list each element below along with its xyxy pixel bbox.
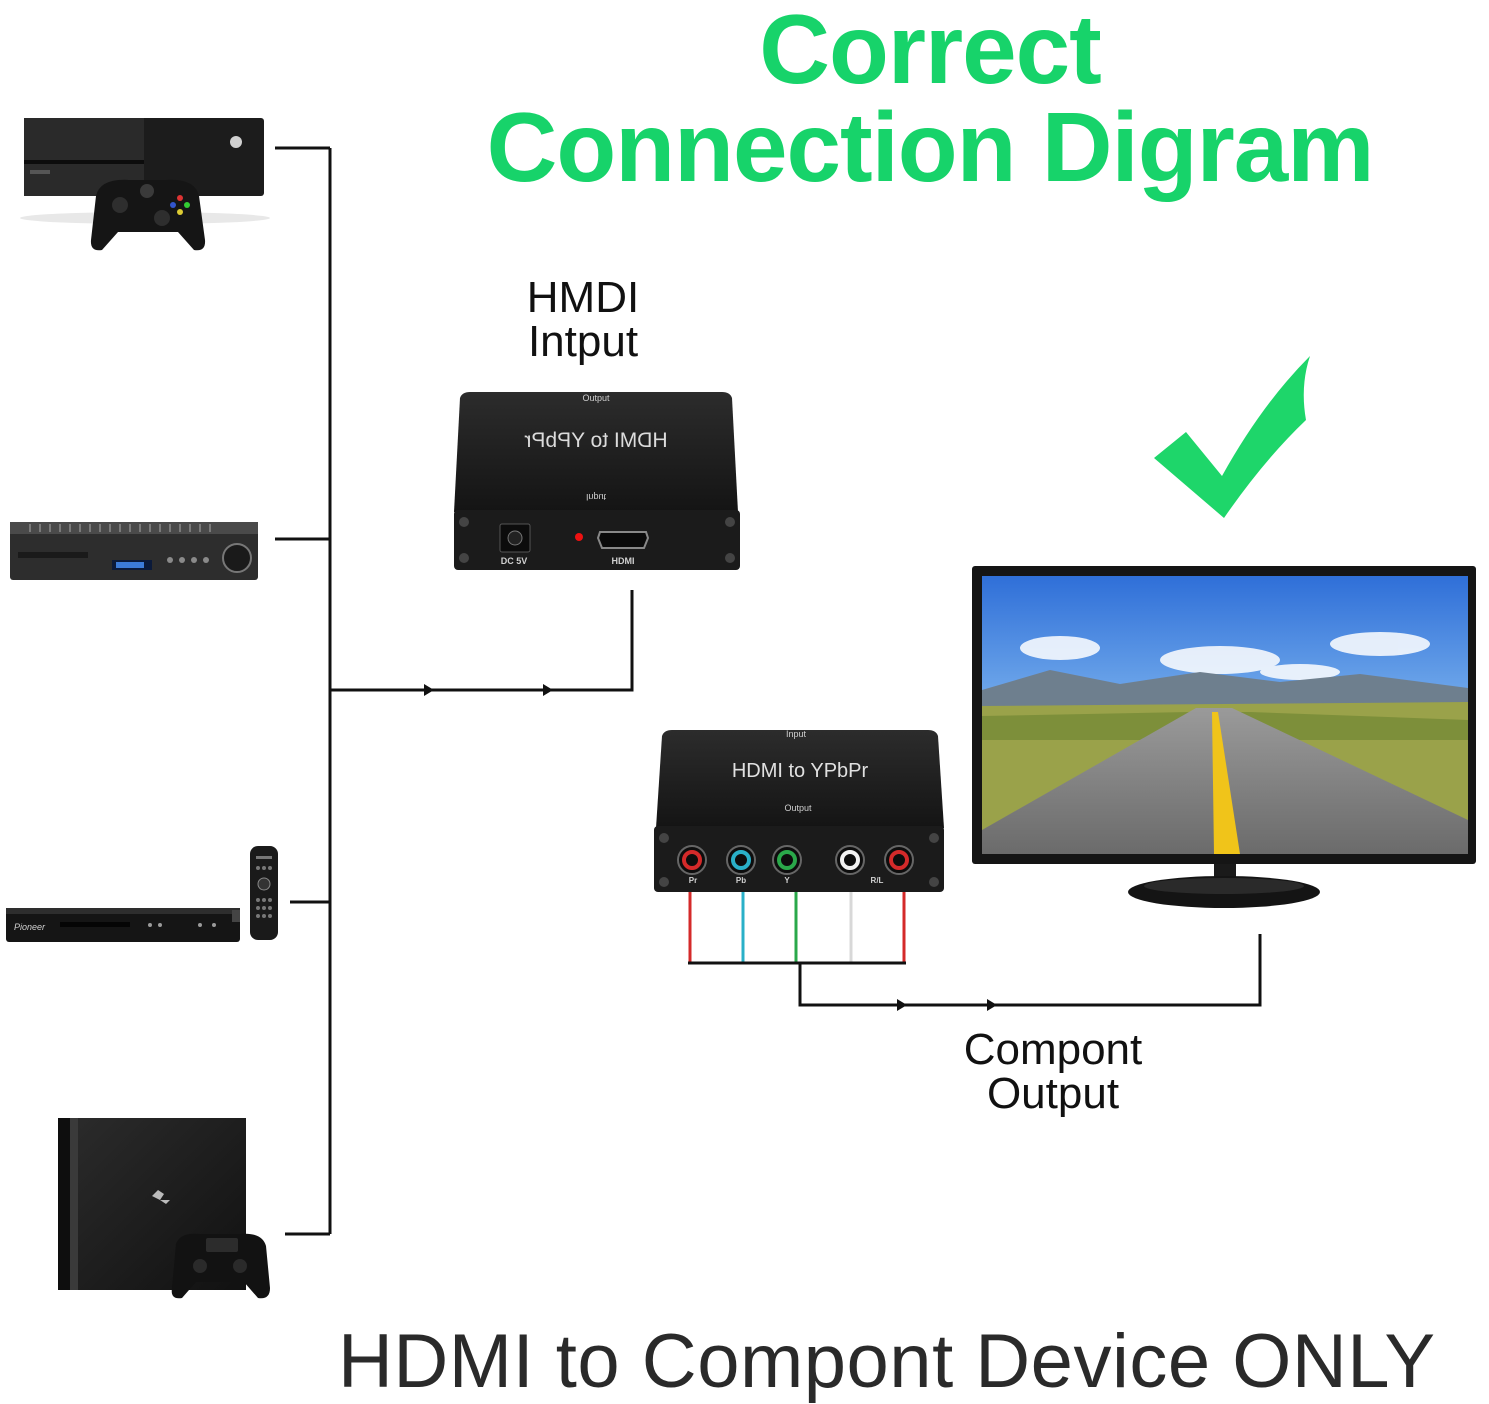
port-label-rl: R/L (871, 876, 884, 885)
arrow-mark-3 (897, 999, 907, 1011)
port-label-y: Y (784, 876, 790, 885)
top-converter-caption-top: Output (582, 393, 610, 403)
title-line-2: Connection Digram (486, 92, 1375, 202)
rca-port-pb (726, 845, 756, 875)
footer-note: HDMI to Compont Device ONLY (338, 1319, 1436, 1404)
ps4-console-icon (58, 1118, 270, 1299)
bottom-converter-name: HDMI to YPbPr (732, 760, 869, 782)
top-converter-name-mirrored: HDMI to YPbPr (524, 429, 667, 452)
input-label-line-2: Intput (527, 317, 639, 366)
arrow-marks (424, 684, 997, 1011)
rca-port-white (835, 845, 865, 875)
output-label: Compont Output (942, 1028, 1164, 1116)
converter-component-side: Input HDMI to YPbPr Output Pr Pb Y R/L (654, 729, 944, 892)
diagram-canvas: Pioneer Output HDMI to YPbPr I (6, 118, 1476, 1299)
bluray-player-icon: Pioneer (6, 908, 240, 942)
rca-port-red (884, 845, 914, 875)
checkmark-icon (1154, 356, 1310, 518)
component-output-line (798, 934, 1262, 1007)
av-receiver-icon (10, 522, 258, 580)
output-label-line-2: Output (986, 1069, 1120, 1118)
converter-hdmi-side: Output HDMI to YPbPr Input DC 5V HDMI (454, 392, 740, 570)
input-label: HMDI Intput (490, 276, 676, 364)
diagram-title: Correct Connection Digram (450, 0, 1410, 196)
top-converter-caption-bottom: Input (586, 492, 607, 502)
bottom-converter-caption-top: Input (786, 729, 807, 739)
hdmi-input-line (330, 590, 634, 692)
port-label-pb: Pb (736, 876, 746, 885)
port-label-hdmi: HDMI (612, 556, 635, 566)
television-icon (972, 566, 1476, 908)
rca-port-pr (677, 845, 707, 875)
output-label-line-1: Compont (963, 1025, 1143, 1074)
remote-control-icon (250, 846, 278, 940)
rca-port-y (772, 845, 802, 875)
dvd-brand-text: Pioneer (14, 922, 46, 932)
arrow-mark-4 (987, 999, 997, 1011)
arrow-mark-2 (543, 684, 553, 696)
arrow-mark-1 (424, 684, 434, 696)
port-label-dc: DC 5V (501, 556, 528, 566)
title-line-1: Correct (759, 0, 1102, 104)
bottom-converter-caption-bottom: Output (784, 803, 812, 813)
rca-cables (688, 892, 906, 965)
port-label-pr: Pr (689, 876, 697, 885)
xbox-console-icon (20, 118, 270, 251)
input-label-line-1: HMDI (526, 273, 640, 322)
